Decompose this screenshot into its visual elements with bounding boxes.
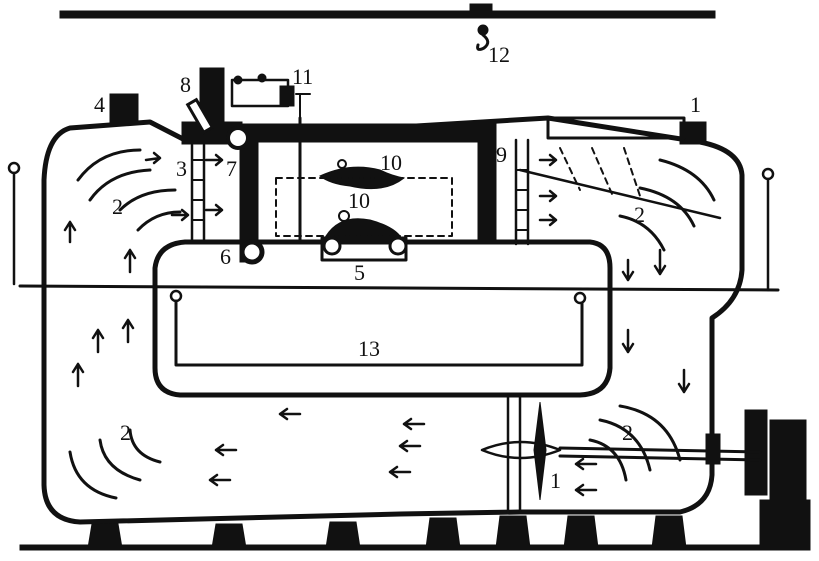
propeller-1 (480, 394, 562, 514)
callout-2-upper-right: 2 (634, 202, 645, 227)
screen-9 (514, 138, 530, 246)
drive-motor (744, 409, 811, 549)
callout-6: 6 (220, 244, 231, 269)
flow-arrows (63, 151, 691, 497)
model-enclosure (275, 177, 453, 237)
callout-10-top: 10 (380, 150, 402, 175)
overhead-rail (59, 3, 716, 36)
test-section-frame (109, 67, 707, 263)
callout-11: 11 (292, 64, 313, 89)
valve-8 (185, 97, 250, 150)
callout-13: 13 (358, 336, 380, 361)
roller-6 (239, 239, 265, 265)
callout-8: 8 (180, 72, 191, 97)
model-10-lower (325, 210, 402, 237)
callout-3: 3 (176, 156, 187, 181)
carriage-5 (320, 236, 408, 262)
drive-shaft (558, 433, 762, 465)
callout-4: 4 (94, 92, 105, 117)
callout-1-top: 1 (690, 92, 701, 117)
callout-2-upper-left: 2 (112, 194, 123, 219)
callout-2-lower-right: 2 (622, 420, 633, 445)
side-rods (7, 161, 775, 292)
screen-3 (190, 143, 206, 242)
flow-curves-upper-left (76, 148, 182, 232)
tunnel-outer-wall (41, 115, 745, 525)
flow-curves-upper-right (618, 158, 716, 252)
callout-7: 7 (226, 156, 237, 181)
callout-12: 12 (488, 42, 510, 67)
support-feet (87, 515, 687, 549)
callout-1-bottom: 1 (550, 468, 561, 493)
flow-curves-lower-left (68, 428, 162, 500)
lifting-hook (476, 33, 490, 51)
callout-10-mid: 10 (348, 188, 370, 213)
ground-line (19, 544, 811, 551)
flow-curves-lower-right (588, 404, 682, 482)
tunnel-inner-loop (152, 239, 613, 398)
inner-rod-13 (169, 289, 587, 367)
diffuser-lines (518, 147, 722, 220)
section-line (18, 284, 780, 292)
callout-9: 9 (496, 142, 507, 167)
callout-5: 5 (354, 260, 365, 285)
callout-2-lower-left: 2 (120, 420, 131, 445)
